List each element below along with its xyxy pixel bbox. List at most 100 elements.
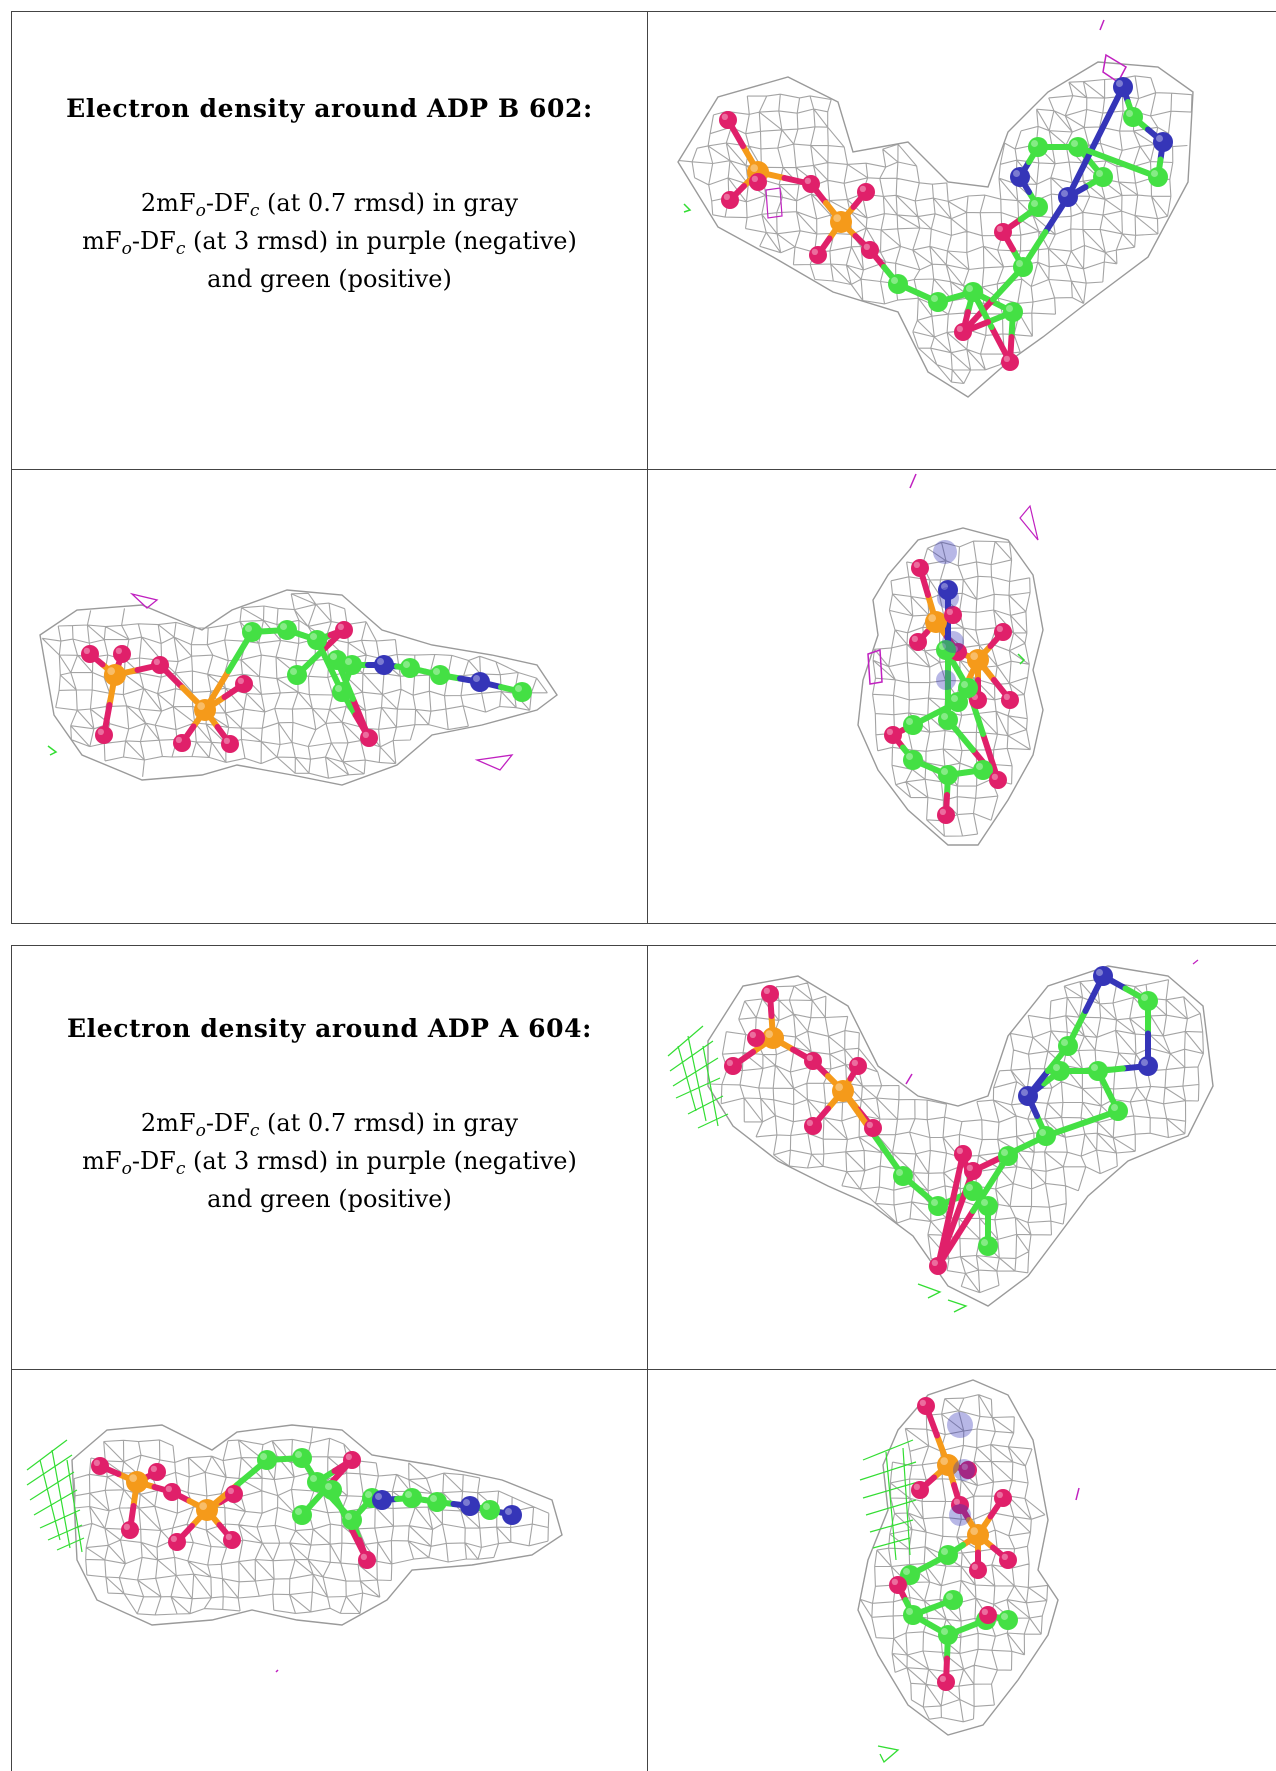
atom-o (335, 621, 353, 639)
legend-line-green: and green (positive) (207, 1185, 452, 1213)
atom-o (929, 1257, 947, 1275)
atom-c (277, 620, 297, 640)
atom-o (749, 173, 767, 191)
density-view-b602-front (648, 12, 1276, 470)
atom-c (893, 1166, 913, 1186)
atom-o (761, 985, 779, 1003)
negative-density-blob (867, 473, 1039, 685)
atom-c (400, 658, 420, 678)
atom-c (1058, 1036, 1078, 1056)
atom-o (909, 633, 927, 651)
atom-c (287, 665, 307, 685)
positive-density-blob (683, 203, 692, 213)
positive-density-blob (859, 1439, 919, 1764)
negative-density-blob (1075, 1487, 1080, 1501)
atom-o (223, 1531, 241, 1549)
atom-o (804, 1117, 822, 1135)
atom-c (1138, 991, 1158, 1011)
legend-line-green: and green (positive) (207, 265, 452, 293)
atom-o (81, 645, 99, 663)
atom-o (804, 1052, 822, 1070)
atom-c (903, 715, 923, 735)
density-view-a604-end (648, 1370, 1276, 1771)
panel-adp-b602: Electron density around ADP B 602: 2mFo-… (11, 11, 1276, 924)
atom-o (168, 1533, 186, 1551)
atom-n (372, 1490, 392, 1510)
atom-n (374, 655, 394, 675)
caption-cell-a604: Electron density around ADP A 604: 2mFo-… (12, 946, 648, 1370)
atom-o (358, 1551, 376, 1569)
atom-o (91, 1457, 109, 1475)
atom-c (512, 682, 532, 702)
atom-n (502, 1505, 522, 1525)
atom-c (928, 292, 948, 312)
atom-o (944, 606, 962, 624)
atom-c (938, 710, 958, 730)
atom-n (1138, 1056, 1158, 1076)
atom-o (889, 1576, 907, 1594)
atom-c (888, 274, 908, 294)
atom-c (978, 1236, 998, 1256)
atom-o (959, 1461, 977, 1479)
legend-line-difference: mFo-DFc (at 3 rmsd) in purple (negative) (82, 227, 577, 259)
atom-p (762, 1027, 784, 1049)
atom-o (113, 645, 131, 663)
density-mesh (707, 965, 1214, 1307)
atom-o (911, 1481, 929, 1499)
atom-c (1088, 1061, 1108, 1081)
positive-density-blob (26, 1439, 85, 1553)
atom-o (221, 735, 239, 753)
atom-c (430, 665, 450, 685)
adp-ball-and-stick (81, 620, 532, 753)
ghosted-adenine-ring (933, 540, 964, 690)
positive-density-blob (667, 1025, 968, 1313)
atom-c (427, 1492, 447, 1512)
atom-c (1028, 137, 1048, 157)
atom-o (964, 1162, 982, 1180)
legend-line-gray: 2mFo-DFc (at 0.7 rmsd) in gray (140, 1109, 519, 1141)
atom-o (802, 175, 820, 193)
atom-p (830, 211, 852, 233)
positive-density-blob (1017, 653, 1026, 665)
atom-n (460, 1496, 480, 1516)
atom-c (332, 682, 352, 702)
atom-c (292, 1505, 312, 1525)
atom-p (937, 1454, 959, 1476)
atom-o (173, 734, 191, 752)
atom-c (307, 630, 327, 650)
atom-o (969, 1561, 987, 1579)
atom-o (95, 726, 113, 744)
legend-b602: 2mFo-DFc (at 0.7 rmsd) in gray mFo-DFc (… (12, 184, 647, 298)
atom-c (928, 1196, 948, 1216)
atom-n (938, 580, 958, 600)
atom-p (925, 611, 947, 633)
negative-density-blob (275, 1669, 279, 1673)
atom-c (1148, 167, 1168, 187)
atom-p (104, 664, 126, 686)
atom-c (480, 1500, 500, 1520)
atom-c (322, 1480, 342, 1500)
atom-p (194, 699, 216, 721)
atom-o (979, 1606, 997, 1624)
atom-o (849, 1057, 867, 1075)
atom-o (994, 223, 1012, 241)
adp-ball-and-stick (719, 77, 1173, 371)
atom-n (1113, 77, 1133, 97)
atom-o (994, 623, 1012, 641)
atom-p (126, 1471, 148, 1493)
atom-c (978, 1196, 998, 1216)
density-mesh (677, 61, 1194, 398)
atom-c (257, 1450, 277, 1470)
legend-a604: 2mFo-DFc (at 0.7 rmsd) in gray mFo-DFc (… (12, 1104, 647, 1218)
atom-c (963, 1181, 983, 1201)
adp-ball-and-stick (91, 1448, 522, 1569)
legend-line-gray: 2mFo-DFc (at 0.7 rmsd) in gray (140, 189, 519, 221)
atom-o (360, 729, 378, 747)
density-view-a604-front (648, 946, 1276, 1370)
atom-n (1010, 167, 1030, 187)
atom-o (861, 241, 879, 259)
atom-c (1036, 1126, 1056, 1146)
atom-n (470, 672, 490, 692)
atom-c (342, 655, 362, 675)
atom-c (292, 1448, 312, 1468)
